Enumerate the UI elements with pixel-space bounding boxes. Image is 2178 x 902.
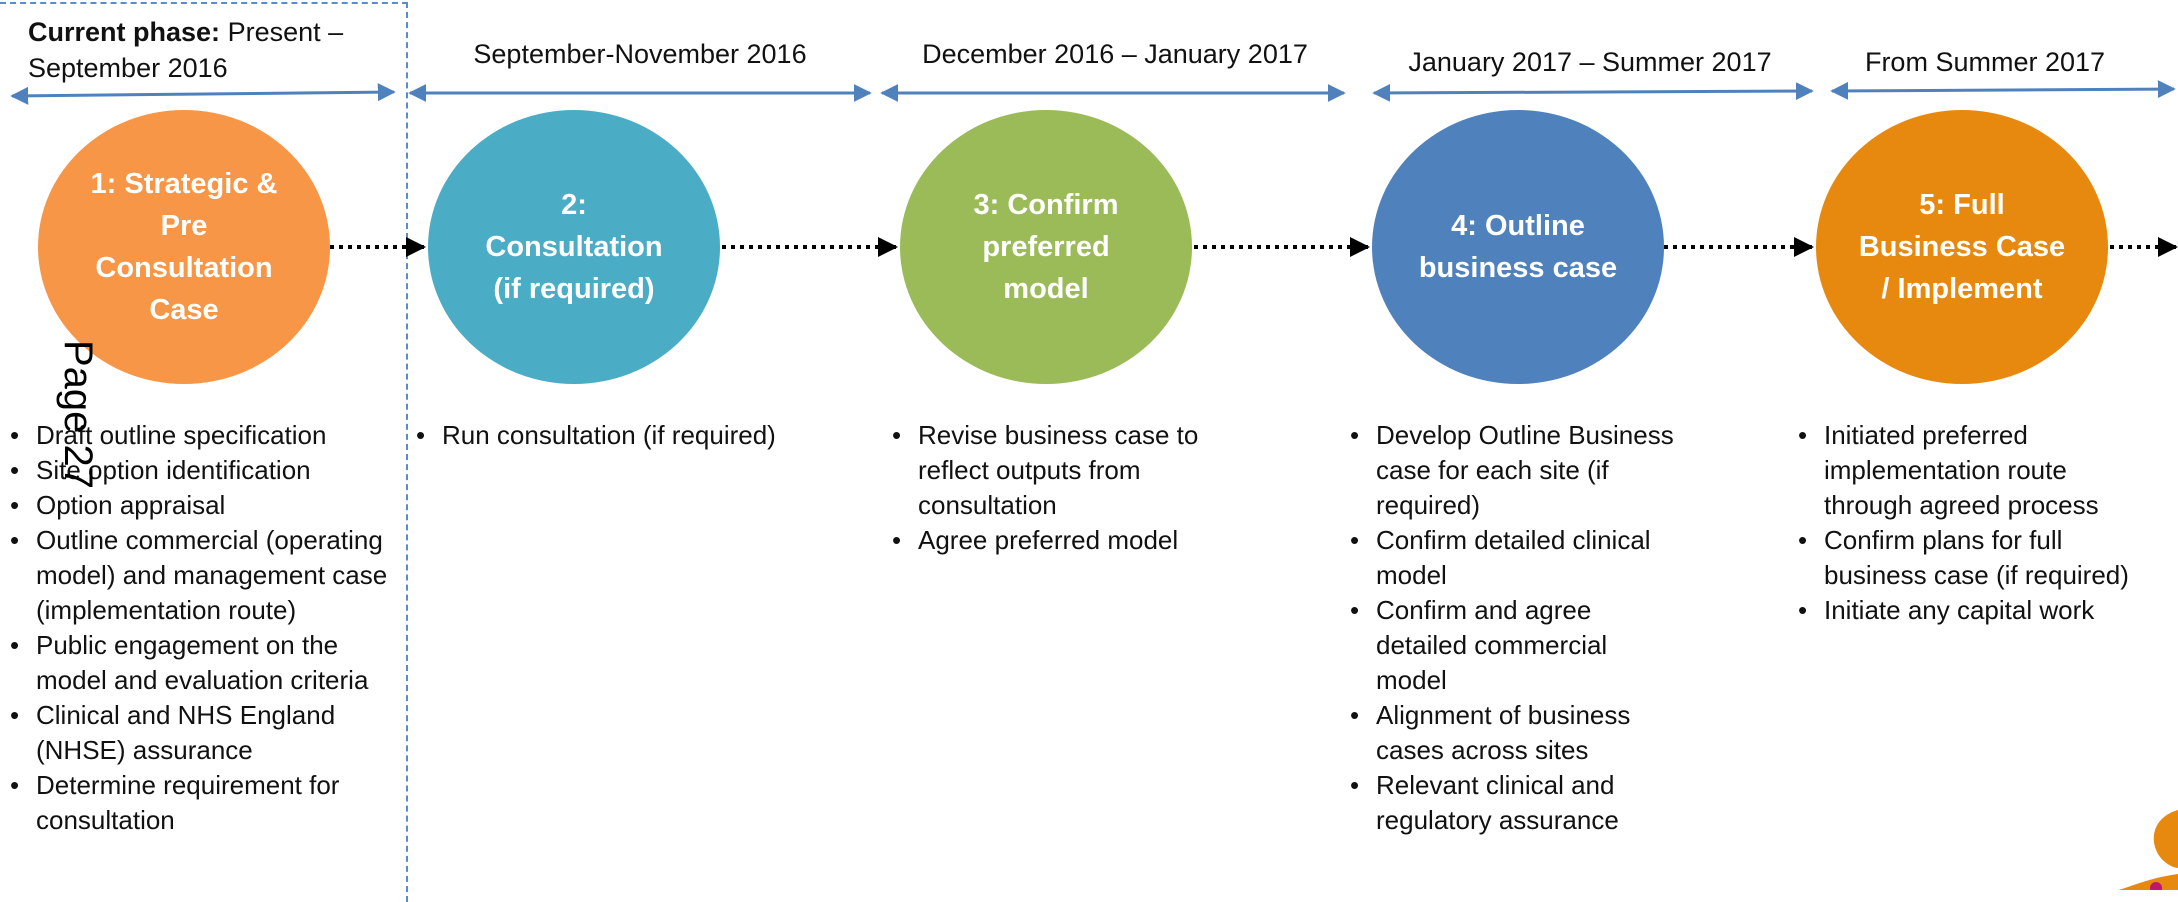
stage-1-line: Consultation <box>95 252 273 284</box>
stage-5-line: / Implement <box>1881 273 2043 305</box>
stage-5-line: 5: Full <box>1919 189 2005 221</box>
stage-4-line: 4: Outline <box>1451 210 1585 242</box>
phase-arrow-4 <box>1372 82 1814 102</box>
list-item: Public engagement on the model and evalu… <box>8 628 398 698</box>
stage-3-line: preferred <box>982 231 1110 263</box>
stage-circle-2: 2: Consultation (if required) <box>428 110 720 384</box>
stage-circle-5: 5: Full Business Case / Implement <box>1816 110 2108 384</box>
current-phase-bold: Current phase: <box>28 17 221 47</box>
phase-label-3: December 2016 – January 2017 <box>922 39 1308 69</box>
list-item: Confirm plans for full business case (if… <box>1796 523 2146 593</box>
list-item: Confirm and agree detailed commercial mo… <box>1348 593 1678 698</box>
phase-label-4: January 2017 – Summer 2017 <box>1408 47 1772 77</box>
list-item: Alignment of business cases across sites <box>1348 698 1678 768</box>
task-list-2: Run consultation (if required) <box>414 418 834 453</box>
list-item: Revise business case to reflect outputs … <box>890 418 1220 523</box>
list-item: Outline commercial (operating model) and… <box>8 523 398 628</box>
stage-5-line: Business Case <box>1858 231 2066 263</box>
list-item: Initiate any capital work <box>1796 593 2146 628</box>
task-list-5: Initiated preferred implementation route… <box>1796 418 2146 628</box>
phase-label-2: September-November 2016 <box>473 39 807 69</box>
phase-label-5: From Summer 2017 <box>1864 47 2106 77</box>
stage-circle-4: 4: Outline business case <box>1372 110 1664 384</box>
current-phase-label: Current phase: Present – September 2016 <box>28 14 408 86</box>
stage-circle-3: 3: Confirm preferred model <box>900 110 1192 384</box>
list-item: Draft outline specification <box>8 418 398 453</box>
list-item: Agree preferred model <box>890 523 1220 558</box>
list-item: Run consultation (if required) <box>414 418 834 453</box>
list-item: Relevant clinical and regulatory assuran… <box>1348 768 1678 838</box>
stage-1-line: Case <box>149 294 219 326</box>
list-item: Confirm detailed clinical model <box>1348 523 1678 593</box>
stage-3-line: model <box>1003 273 1089 305</box>
task-list-4: Develop Outline Business case for each s… <box>1348 418 1678 838</box>
phase-arrow-5 <box>1830 80 2176 100</box>
stage-1-line: Pre <box>160 210 208 242</box>
list-item: Clinical and NHS England (NHSE) assuranc… <box>8 698 398 768</box>
list-item: Initiated preferred implementation route… <box>1796 418 2146 523</box>
stage-2-line: 2: <box>561 189 587 221</box>
page-number-stamp: Page 27 <box>56 340 100 490</box>
current-phase-range: Present – September 2016 <box>28 17 344 83</box>
list-item: Option appraisal <box>8 488 398 523</box>
stage-3-line: 3: Confirm <box>973 189 1119 221</box>
list-item: Develop Outline Business case for each s… <box>1348 418 1678 523</box>
task-list-1: Draft outline specification Site option … <box>8 418 398 838</box>
list-item: Site option identification <box>8 453 398 488</box>
stage-2-line: Consultation <box>485 231 663 263</box>
stage-4-line: business case <box>1418 252 1618 284</box>
stage-1-line: 1: Strategic & <box>90 168 278 200</box>
current-phase-region <box>0 2 408 902</box>
stage-circle-1: 1: Strategic & Pre Consultation Case <box>38 110 330 384</box>
task-list-3: Revise business case to reflect outputs … <box>890 418 1220 558</box>
logo-fragment-icon <box>2118 810 2178 890</box>
stage-2-line: (if required) <box>493 273 655 305</box>
phase-arrow-1 <box>10 83 396 105</box>
list-item: Determine requirement for consultation <box>8 768 398 838</box>
